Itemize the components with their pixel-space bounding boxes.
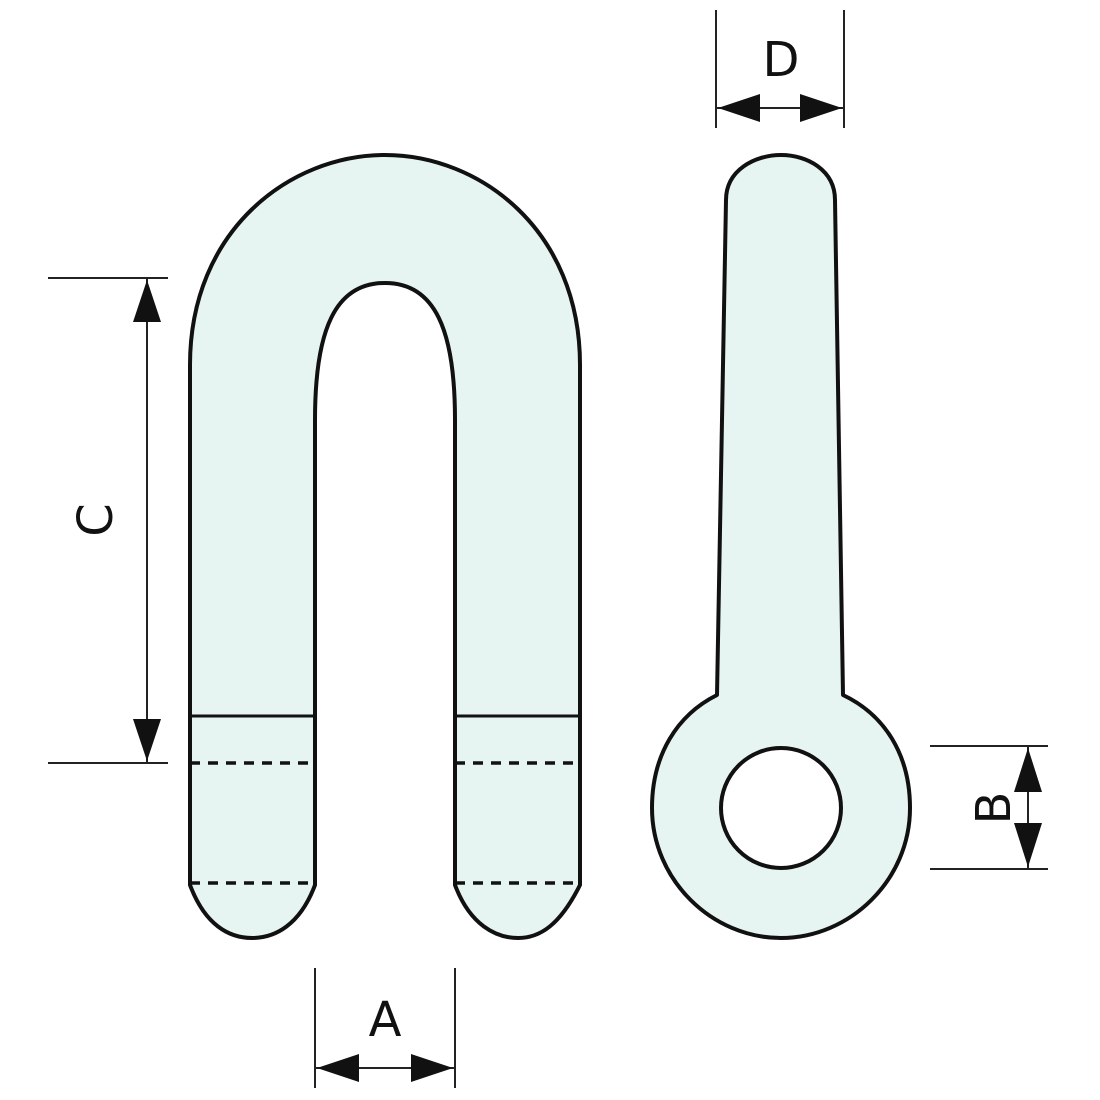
label-b: B xyxy=(966,792,1022,825)
arrow-right-icon xyxy=(411,1054,453,1082)
side-view xyxy=(650,153,912,940)
dimension-b: B xyxy=(930,745,1048,870)
arrow-left-icon xyxy=(317,1054,359,1082)
arrow-down-icon xyxy=(1014,823,1042,867)
label-a: A xyxy=(369,992,402,1048)
arrow-right-icon xyxy=(800,94,842,122)
arrow-up-icon xyxy=(133,280,161,322)
label-d: D xyxy=(763,32,800,88)
front-view xyxy=(188,153,582,940)
shackle-body-front xyxy=(188,153,582,940)
dimension-c: C xyxy=(48,277,168,764)
dimension-d: D xyxy=(715,10,845,128)
arrow-down-icon xyxy=(133,719,161,761)
label-c: C xyxy=(68,503,124,537)
dimension-a: A xyxy=(314,968,456,1088)
shackle-body-side xyxy=(650,153,912,940)
arrow-left-icon xyxy=(718,94,760,122)
eye-hole xyxy=(719,746,843,870)
arrow-up-icon xyxy=(1014,748,1042,792)
